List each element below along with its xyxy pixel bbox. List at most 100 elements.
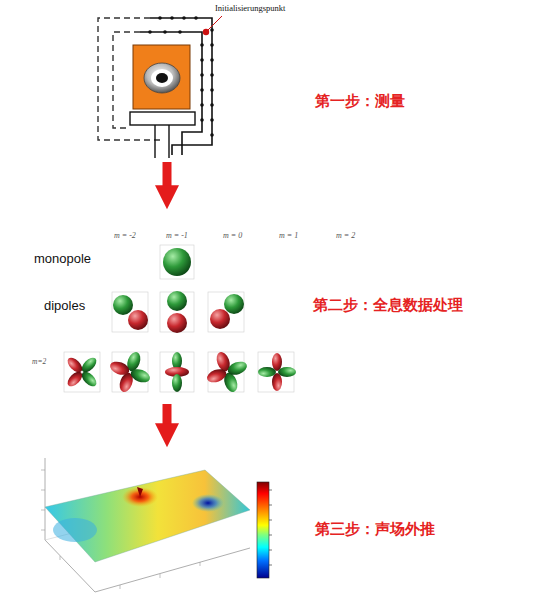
quadrupole-lobes — [205, 367, 228, 385]
quadrupole-lobes — [272, 373, 282, 391]
harmonic-grid — [64, 352, 100, 392]
row-label: m=2 — [32, 358, 46, 367]
surface-plot — [192, 494, 224, 512]
dipole-lobes — [210, 309, 230, 329]
dipole-lobes — [167, 291, 187, 311]
quadrupole-lobes — [172, 374, 182, 392]
measurement-setup — [210, 88, 214, 92]
measurement-setup — [210, 28, 214, 32]
surface-plot — [200, 562, 201, 566]
measurement-setup — [151, 69, 173, 87]
quadrupole-lobes — [79, 369, 99, 389]
measurement-setup — [182, 16, 186, 20]
quadrupole-lobes — [272, 353, 282, 371]
monopole-sphere — [163, 248, 191, 276]
surface-plot — [120, 585, 121, 589]
dipole-lobes — [167, 313, 187, 333]
quadrupole-lobes — [65, 355, 85, 375]
step-label: 第三步：声场外推 — [315, 520, 435, 538]
surface-plot — [41, 490, 45, 491]
harmonic-grid — [160, 245, 194, 279]
measurement-setup — [144, 63, 180, 93]
column-header: m = 0 — [223, 231, 242, 240]
surface-plot — [122, 487, 158, 507]
surface-plot — [41, 530, 45, 531]
measurement-setup — [194, 16, 198, 20]
surface-plot — [45, 470, 250, 562]
quadrupole-lobes — [226, 359, 249, 377]
column-header: m = -1 — [166, 231, 188, 240]
harmonic-grid — [64, 245, 294, 392]
quadrupole-lobes — [258, 367, 276, 377]
measurement-setup — [200, 58, 204, 62]
measurement-setup — [148, 30, 152, 34]
measurement-setup — [178, 30, 182, 34]
measurement-setup — [200, 118, 204, 122]
measurement-setup — [155, 125, 169, 158]
dipole-lobes — [128, 310, 148, 330]
quadrupole-lobes — [65, 355, 99, 389]
harmonic-grid — [160, 352, 194, 392]
measurement-setup — [200, 43, 204, 47]
measurement-setup — [210, 103, 214, 107]
column-header: m = -2 — [114, 231, 136, 240]
harmonic-grid — [112, 292, 148, 332]
step-label: 第一步：测量 — [315, 92, 405, 110]
surface-plot — [160, 574, 161, 578]
measurement-setup — [208, 16, 222, 30]
step-panel: 第一步：测量 — [30, 2, 535, 160]
measurement-setup — [170, 16, 174, 20]
measurement-setup — [98, 16, 222, 158]
surface-plot — [269, 505, 272, 506]
surface-plot — [53, 518, 97, 542]
monopole-sphere — [163, 248, 191, 276]
measurement-setup — [200, 73, 204, 77]
row-label: dipoles — [44, 299, 85, 314]
quadrupole-lobes — [165, 352, 189, 392]
step-panel: 第三步：声场外推 — [25, 450, 535, 605]
step-panel: 第二步：全息数据处理 — [25, 212, 535, 402]
quadrupole-lobes — [205, 350, 249, 394]
quadrupole-lobes — [108, 359, 131, 377]
row-label: monopole — [34, 252, 91, 267]
measurement-setup — [210, 133, 214, 137]
measurement-setup — [200, 103, 204, 107]
measurement-setup — [210, 58, 214, 62]
quadrupole-lobes — [79, 355, 99, 375]
flow-arrow — [163, 404, 172, 428]
measurement-setup — [210, 73, 214, 77]
surface-plot — [269, 490, 272, 491]
harmonic-grid — [208, 292, 244, 332]
surface-plot — [41, 458, 272, 592]
flow-arrow — [163, 162, 172, 190]
measurement-setup — [210, 118, 214, 122]
quadrupole-lobes — [65, 350, 296, 394]
harmonic-grid — [160, 292, 194, 332]
surface-plot — [269, 520, 272, 521]
dipole-lobes — [113, 291, 244, 333]
measurement-setup — [158, 16, 162, 20]
column-header: m = 2 — [336, 231, 355, 240]
surface-plot — [45, 458, 250, 592]
surface-plot — [269, 550, 272, 551]
quadrupole-lobes — [129, 367, 152, 385]
surface-plot — [41, 510, 45, 511]
measurement-setup — [163, 30, 167, 34]
quadrupole-lobes — [278, 367, 296, 377]
quadrupole-lobes — [65, 369, 85, 389]
surface-plot — [41, 470, 45, 471]
quadrupole-lobes — [258, 353, 296, 391]
surface-plot — [269, 535, 272, 536]
measurement-setup — [210, 43, 214, 47]
quadrupole-lobes — [108, 350, 152, 394]
measurement-setup — [130, 112, 195, 125]
surface-plot — [269, 565, 272, 566]
dipole-lobes — [113, 295, 133, 315]
measurement-setup — [133, 45, 190, 109]
callout-label: Initialisierungspunkt — [215, 4, 285, 14]
step-label: 第二步：全息数据处理 — [313, 296, 463, 314]
surface-plot — [257, 482, 269, 578]
measurement-setup — [156, 73, 168, 83]
column-header: m = 1 — [279, 231, 298, 240]
